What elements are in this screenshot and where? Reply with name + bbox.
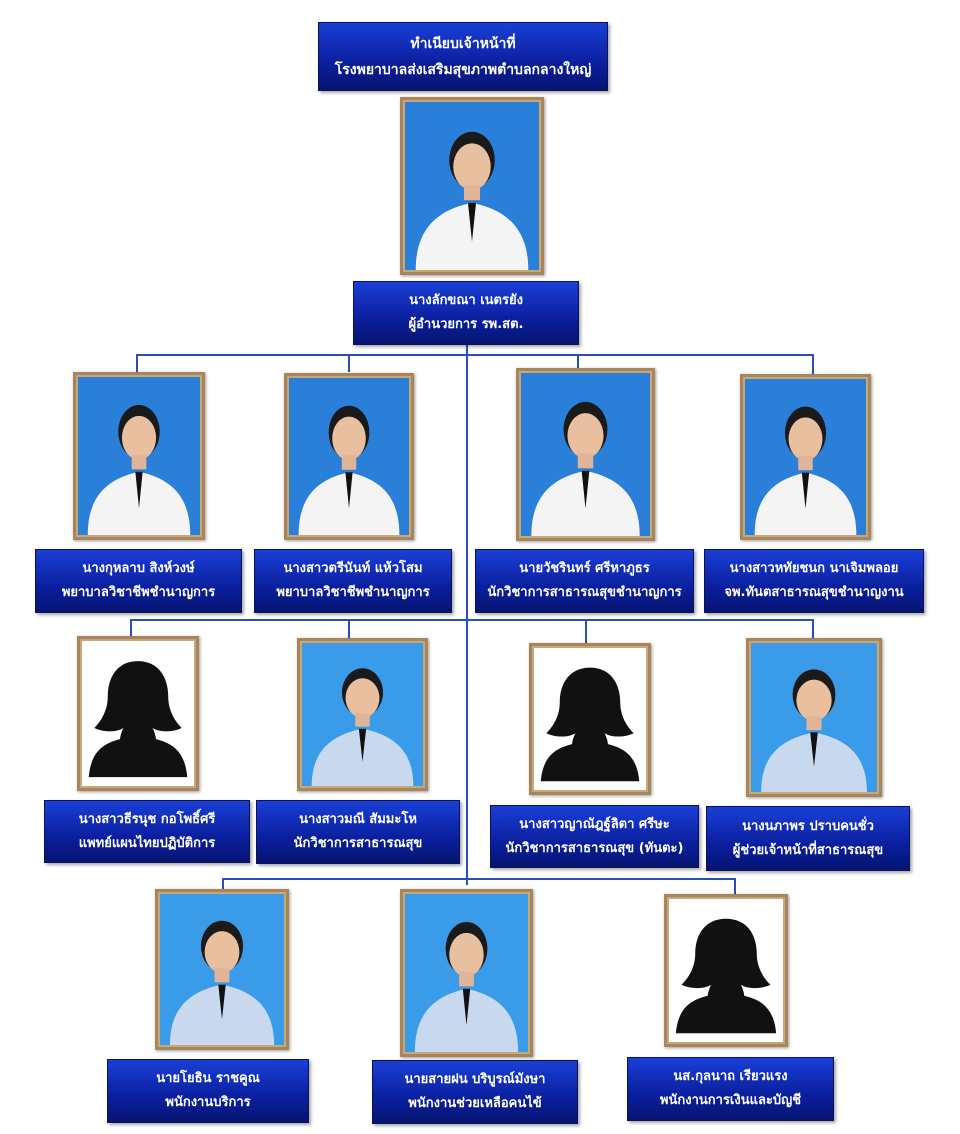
staff-name: นางกุหลาบ สิงห์วงษ์ (82, 561, 195, 576)
staff-name: นางสาวตรีนันท์ แห้วโสม (283, 561, 423, 576)
staff-name-box: นายสายฝน บริบูรณ์มังษาพนักงานช่วยเหลือคน… (372, 1060, 578, 1124)
staff-position: นักวิชาการสาธารณสุข (ทันตะ) (505, 840, 684, 856)
staff-name-box: นางนภาพร ปราบคนชั่วผู้ช่วยเจ้าหน้าที่สาธ… (706, 806, 910, 871)
portrait-icon (405, 102, 539, 270)
staff-photo (77, 636, 199, 791)
connector-line (466, 343, 468, 885)
staff-position: จพ.ทันตสาธารณสุขชำนาญงาน (724, 585, 904, 600)
silhouette-icon (82, 641, 194, 786)
portrait-icon (289, 378, 409, 535)
staff-photo (740, 374, 871, 540)
portrait-icon (521, 373, 650, 536)
staff-photo (284, 373, 414, 540)
staff-name-box: นายโยธิน ราชคูณพนักงานบริการ (107, 1059, 309, 1123)
silhouette-icon (669, 899, 783, 1042)
portrait-icon (405, 894, 528, 1052)
staff-name: นางนภาพร ปราบคนชั่ว (742, 818, 874, 834)
connector-line (136, 354, 138, 372)
staff-name: นางสาวญาณัฎฐ์ลิตา ศรีษะ (519, 816, 670, 832)
staff-photo (529, 643, 651, 795)
staff-position: พนักงานบริการ (165, 1095, 251, 1110)
connector-line (136, 354, 814, 356)
chart-title: ทำเนียบเจ้าหน้าที่ โรงพยาบาลส่งเสริมสุขภ… (318, 22, 608, 91)
staff-name: นางสาวธีรนุช กอโพธิ์ศรี (78, 811, 216, 827)
staff-name: นส.กุลนาถ เรียวแรง (673, 1069, 788, 1084)
staff-position: นักวิชาการสาธารณสุข (293, 836, 423, 851)
portrait-icon (751, 643, 877, 792)
silhouette-icon (534, 648, 646, 790)
staff-name: นางสาวหทัยชนก นาเจิมพลอย (729, 561, 899, 576)
staff-position: ผู้ช่วยเจ้าหน้าที่สาธารณสุข (732, 842, 884, 858)
portrait-icon (302, 643, 423, 786)
title-line2: โรงพยาบาลส่งเสริมสุขภาพตำบลกลางใหญ่ (334, 61, 592, 78)
connector-line (222, 878, 224, 889)
director-position: ผู้อำนวยการ รพ.สต. (408, 317, 524, 332)
staff-name-box: นางสาวหทัยชนก นาเจิมพลอยจพ.ทันตสาธารณสุข… (704, 549, 924, 613)
staff-position: พนักงานช่วยเหลือคนไข้ (408, 1096, 542, 1111)
staff-name-box: นส.กุลนาถ เรียวแรงพนักงานการเงินและบัญชี (627, 1057, 834, 1121)
director-name: นางลักขณา เนตรยัง (409, 293, 523, 308)
staff-name-box: นางสาวธีรนุช กอโพธิ์ศรีแพทย์แผนไทยปฏิบัต… (44, 800, 250, 863)
staff-photo (516, 368, 655, 541)
connector-line (585, 619, 587, 643)
title-line1: ทำเนียบเจ้าหน้าที่ (410, 35, 516, 52)
portrait-icon (78, 377, 200, 535)
staff-position: นักวิชาการสาธารณสุขชำนาญการ (487, 585, 682, 600)
connector-line (812, 354, 814, 374)
staff-position: พยาบาลวิชาชีพชำนาญการ (276, 585, 430, 600)
staff-name-box: นางกุหลาบ สิงห์วงษ์พยาบาลวิชาชีพชำนาญการ (35, 549, 242, 613)
director-name-box: นางลักขณา เนตรยัง ผู้อำนวยการ รพ.สต. (353, 281, 579, 345)
staff-photo (155, 889, 289, 1050)
staff-name-box: นายวัชรินทร์ ศรีหาภูธรนักวิชาการสาธารณสุ… (475, 549, 694, 613)
connector-line (812, 619, 814, 638)
staff-name-box: นางสาวญาณัฎฐ์ลิตา ศรีษะนักวิชาการสาธารณส… (490, 805, 699, 868)
connector-line (348, 619, 350, 638)
staff-position: พนักงานการเงินและบัญชี (659, 1093, 802, 1108)
staff-name-box: นางสาวมณี สัมมะโหนักวิชาการสาธารณสุข (256, 800, 460, 864)
staff-photo (746, 638, 882, 797)
director-photo (400, 97, 544, 275)
portrait-icon (160, 894, 284, 1045)
staff-name: นายสายฝน บริบูรณ์มังษา (404, 1072, 546, 1087)
connector-line (577, 354, 579, 368)
staff-position: พยาบาลวิชาชีพชำนาญการ (61, 585, 216, 600)
staff-photo (664, 894, 788, 1047)
staff-position: แพทย์แผนไทยปฏิบัติการ (78, 835, 216, 851)
portrait-icon (745, 379, 866, 535)
staff-photo (73, 372, 205, 540)
staff-name: นายวัชรินทร์ ศรีหาภูธร (519, 561, 650, 576)
staff-name-box: นางสาวตรีนันท์ แห้วโสมพยาบาลวิชาชีพชำนาญ… (254, 549, 452, 613)
staff-photo (400, 889, 533, 1057)
connector-line (348, 354, 350, 372)
staff-photo (297, 638, 428, 791)
connector-line (130, 619, 132, 636)
staff-name: นางสาวมณี สัมมะโห (299, 812, 417, 827)
staff-name: นายโยธิน ราชคูณ (156, 1071, 260, 1086)
connector-line (734, 878, 736, 894)
connector-line (130, 619, 814, 621)
connector-line (222, 878, 736, 880)
